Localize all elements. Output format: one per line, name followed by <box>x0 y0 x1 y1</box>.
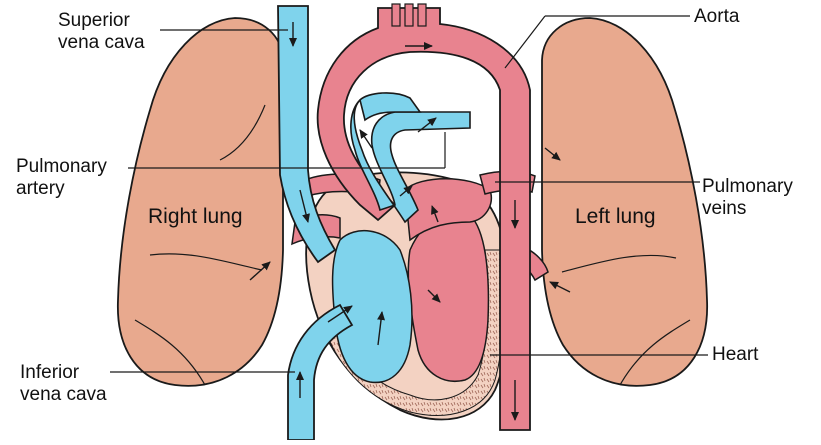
label-line: vena cava <box>58 32 145 54</box>
label-inferior-vena-cava: Inferior vena cava <box>20 362 107 406</box>
label-superior-vena-cava: Superior vena cava <box>58 10 145 54</box>
label-aorta: Aorta <box>694 6 739 28</box>
label-line: Pulmonary <box>702 176 793 198</box>
label-line: Superior <box>58 10 145 32</box>
label-line: Inferior <box>20 362 107 384</box>
inferior-vena-cava <box>288 305 352 440</box>
right-lung <box>118 18 283 386</box>
label-left-lung: Left lung <box>575 205 656 229</box>
label-pulmonary-artery: Pulmonary artery <box>16 156 107 200</box>
label-heart: Heart <box>712 344 758 366</box>
label-line: veins <box>702 198 793 220</box>
label-pulmonary-veins: Pulmonary veins <box>702 176 793 220</box>
right-ventricle <box>333 231 412 383</box>
label-right-lung: Right lung <box>148 205 243 229</box>
left-lung <box>542 18 707 386</box>
label-line: vena cava <box>20 384 107 406</box>
label-line: artery <box>16 178 107 200</box>
label-line: Pulmonary <box>16 156 107 178</box>
left-ventricle <box>408 211 488 381</box>
